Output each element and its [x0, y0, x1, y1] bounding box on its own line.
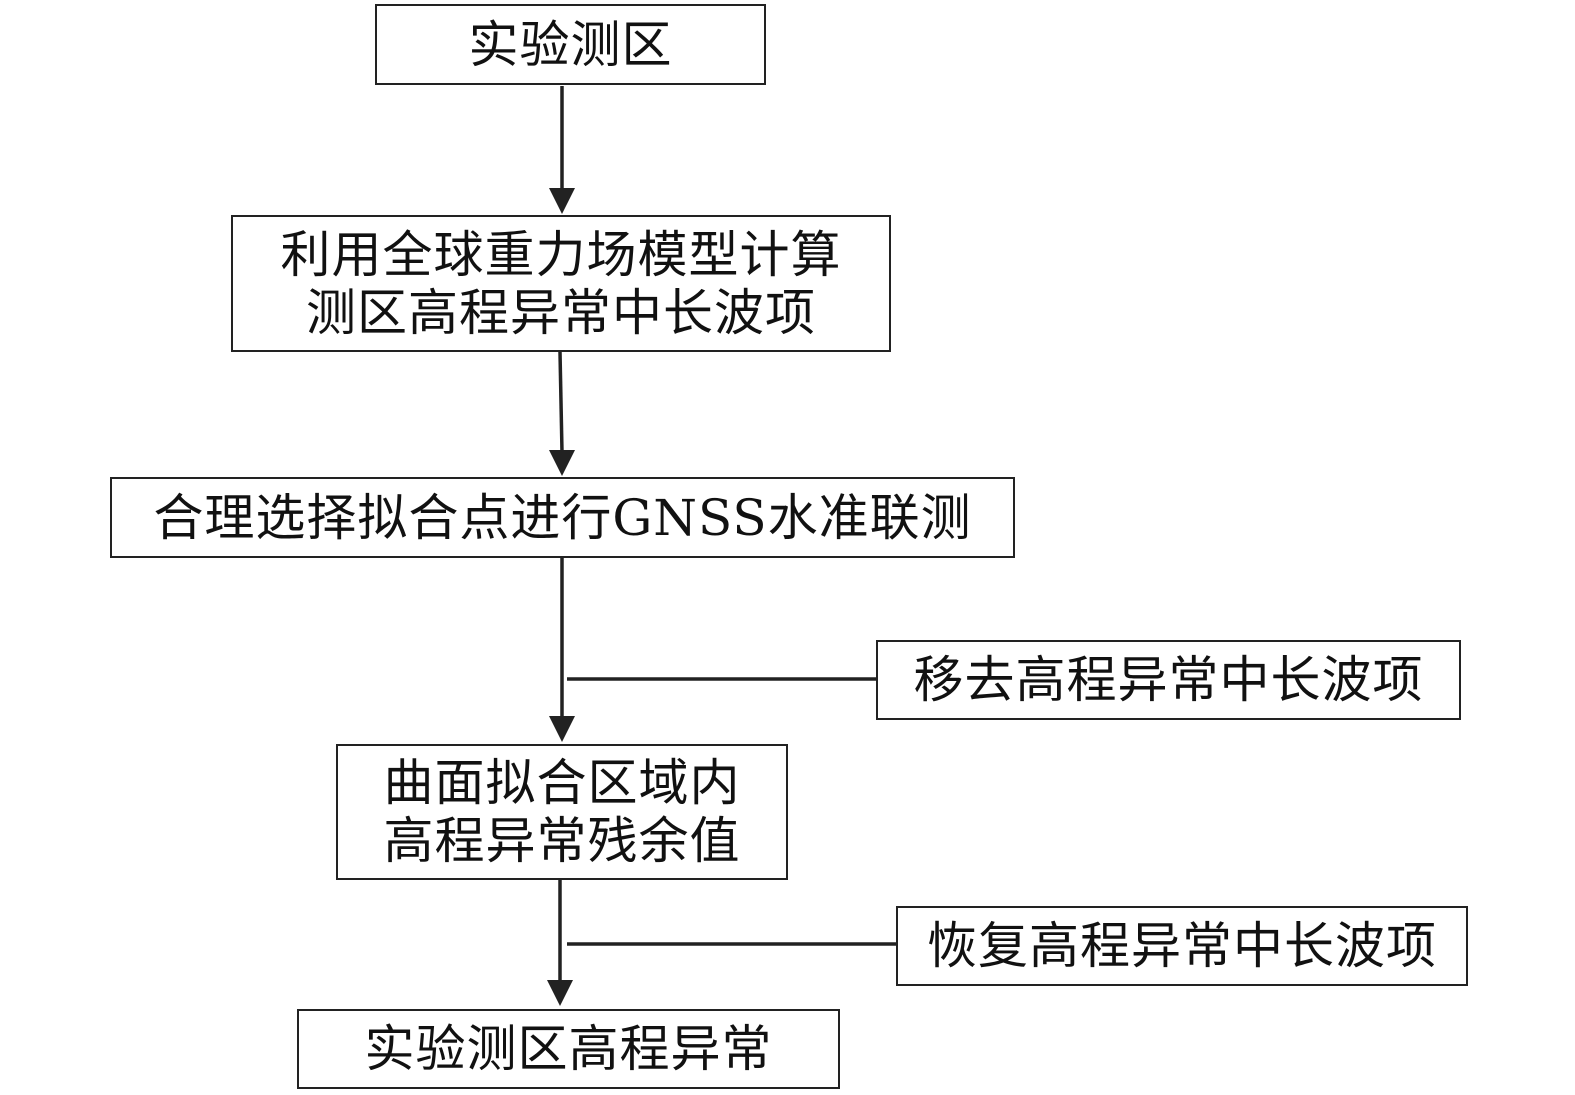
arrow-compute-to-gnss [549, 351, 575, 476]
residual-values-label-line-2: 高程异常残余值 [383, 812, 741, 870]
remove-long-wave-label: 移去高程异常中长波项 [913, 651, 1424, 709]
restore-long-wave-box: 恢复高程异常中长波项 [896, 906, 1468, 986]
experiment-area-label: 实验测区 [468, 15, 673, 74]
final-result-box: 实验测区高程异常 [297, 1009, 840, 1089]
arrow-experiment-to-compute [549, 86, 575, 214]
residual-values-label-line-1: 曲面拟合区域内 [383, 754, 741, 812]
residual-values-box: 曲面拟合区域内 高程异常残余值 [336, 744, 788, 880]
compute-long-wave-label-line-2: 测区高程异常中长波项 [306, 283, 816, 342]
gnss-leveling-box: 合理选择拟合点进行GNSS水准联测 [110, 477, 1015, 558]
remove-long-wave-box: 移去高程异常中长波项 [876, 640, 1461, 720]
arrow-residual-to-final [547, 880, 573, 1006]
arrow-gnss-to-residual [549, 558, 575, 742]
compute-long-wave-box: 利用全球重力场模型计算 测区高程异常中长波项 [231, 215, 891, 352]
restore-long-wave-label: 恢复高程异常中长波项 [927, 917, 1437, 975]
compute-long-wave-label-line-1: 利用全球重力场模型计算 [280, 225, 842, 284]
gnss-leveling-label: 合理选择拟合点进行GNSS水准联测 [153, 488, 972, 547]
final-result-label: 实验测区高程异常 [364, 1020, 773, 1078]
experiment-area-box: 实验测区 [375, 4, 766, 85]
